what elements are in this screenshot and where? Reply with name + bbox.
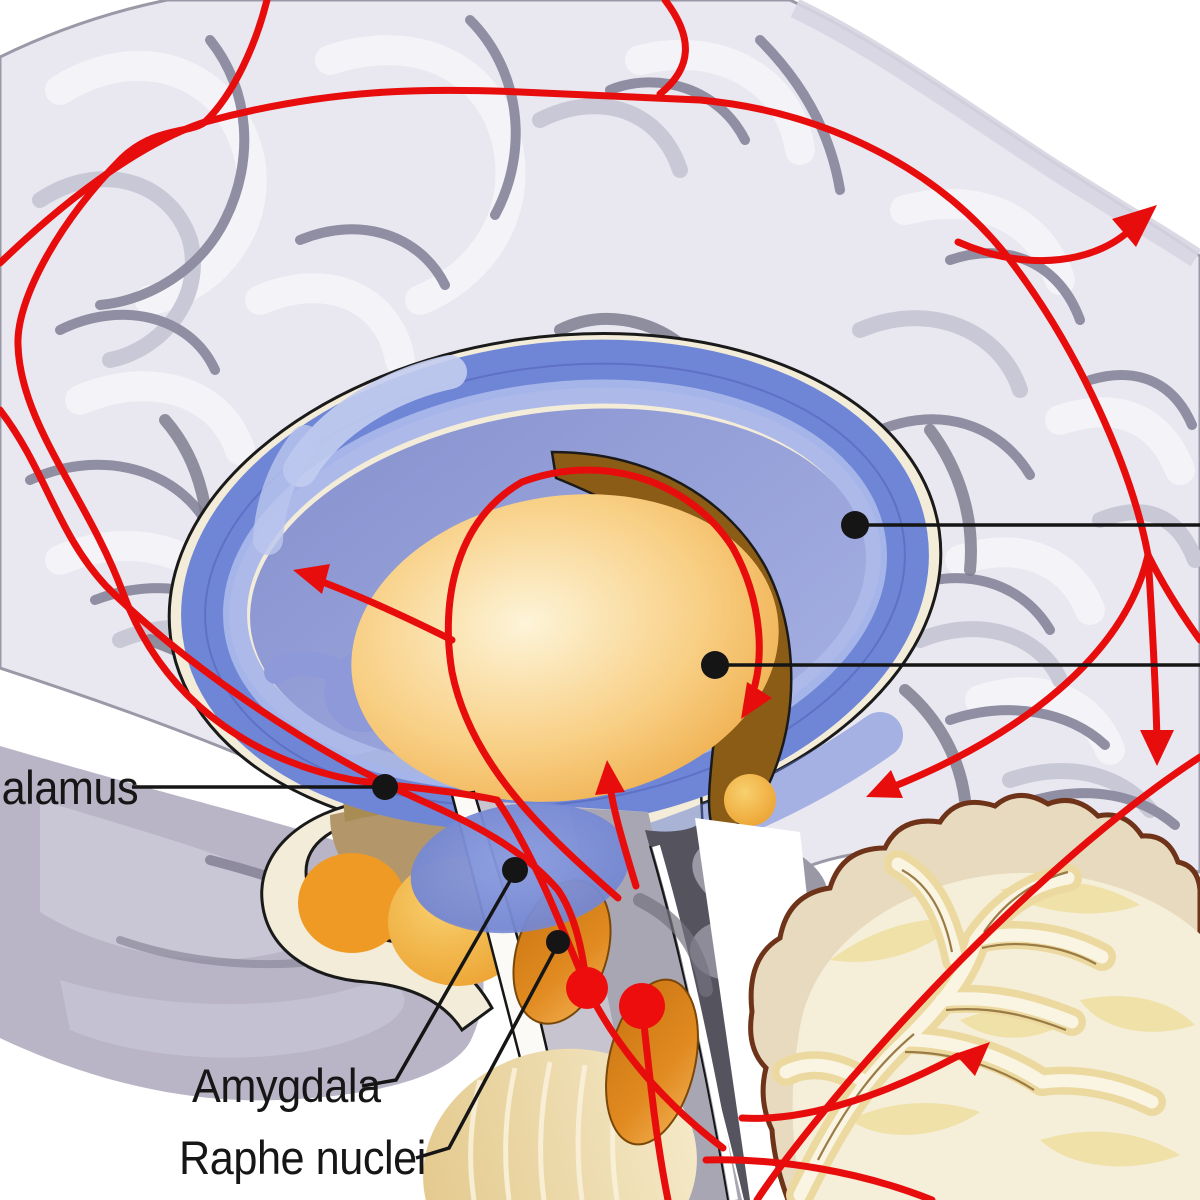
- optic-chiasm-blob: [298, 853, 406, 953]
- label-raphe-nuclei: Raphe nuclei: [179, 1131, 426, 1184]
- label-amygdala: Amygdala: [192, 1059, 381, 1112]
- pathway-arrowheads: [293, 205, 1174, 1076]
- leader-dots: [372, 511, 869, 954]
- leader-lines: [132, 523, 1200, 1160]
- sulci-creases: [25, 15, 1197, 830]
- raphe-red-dots: [566, 967, 665, 1029]
- pineal-ball: [724, 774, 776, 826]
- label-hypothalamus: halamus: [0, 761, 139, 814]
- gyri-highlights: [45, 35, 1195, 765]
